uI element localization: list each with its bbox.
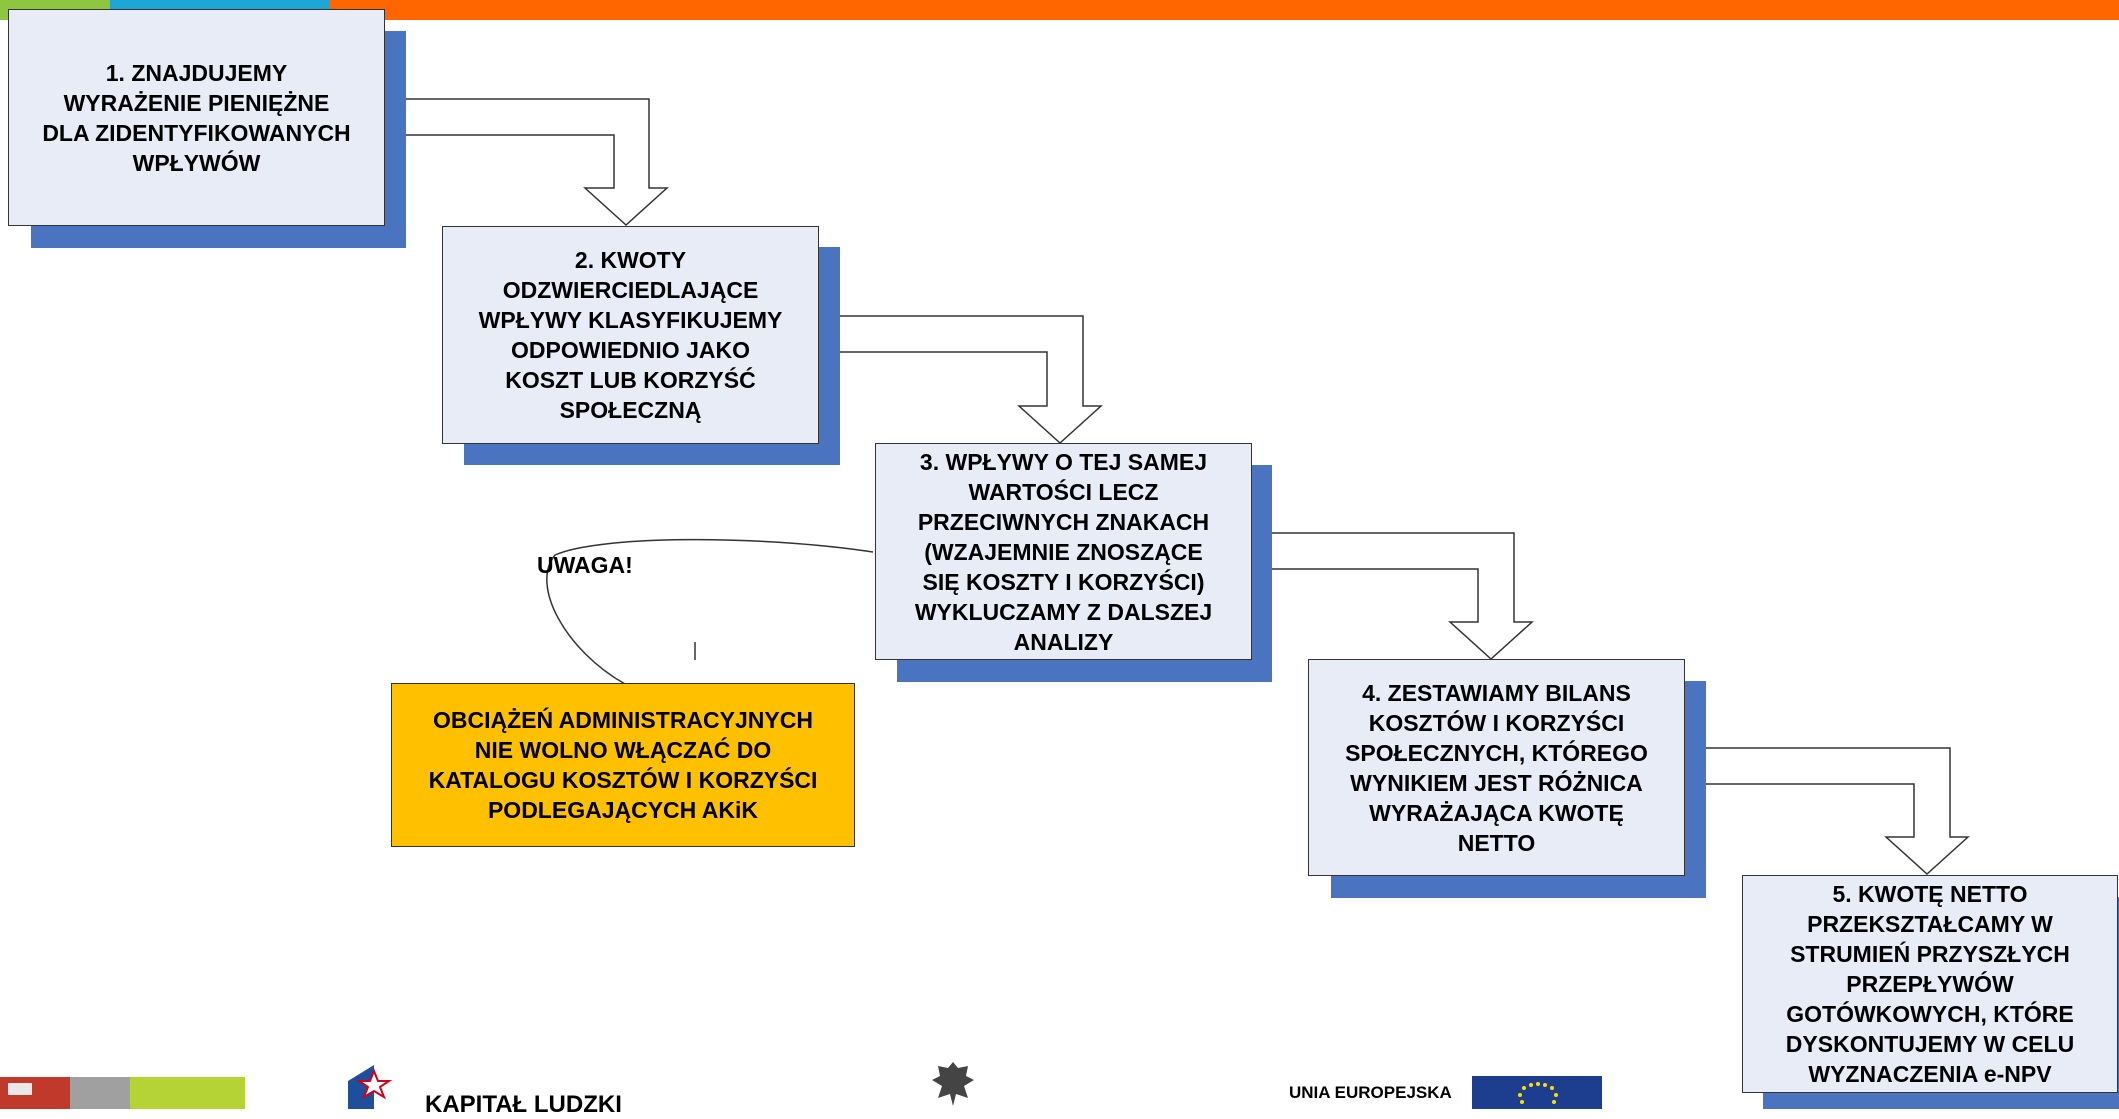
step-5-line: DYSKONTUJEMY W CELU xyxy=(1785,1031,2075,1057)
step-2-line: 2. KWOTY xyxy=(574,247,687,273)
step-2-line: SPOŁECZNĄ xyxy=(559,397,702,423)
step-1-box: 1. ZNAJDUJEMY WYRAŻENIE PIENIĘŻNE DLA ZI… xyxy=(8,9,385,226)
step-2-line: WPŁYWY KLASYFIKUJEMY xyxy=(478,307,783,333)
kapital-ludzki-text: KAPITAŁ LUDZKI xyxy=(425,1091,622,1118)
callout-curve xyxy=(546,538,874,685)
callout-box: OBCIĄŻEŃ ADMINISTRACYJNYCH NIE WOLNO WŁĄ… xyxy=(391,683,855,847)
arrow-3-to-4 xyxy=(1249,532,1534,661)
step-5-line: GOTÓWKOWYCH, KTÓRE xyxy=(1786,1001,2074,1027)
callout-line: PODLEGAJĄCYCH AKiK xyxy=(487,797,759,823)
arrow-4-to-5 xyxy=(1683,747,1970,876)
step-3-line: (WZAJEMNIE ZNOSZĄCE xyxy=(924,538,1203,565)
step-5-line: 5. KWOTĘ NETTO xyxy=(1832,881,2028,907)
arrow-2-to-3 xyxy=(816,315,1103,445)
callout-line: KATALOGU KOSZTÓW I KORZYŚCI xyxy=(428,767,818,793)
step-3-box: 3. WPŁYWY O TEJ SAMEJ WARTOŚCI LECZ PRZE… xyxy=(875,443,1252,660)
step-4-line: KOSZTÓW I KORZYŚCI xyxy=(1368,709,1625,736)
step-4-line: WYNIKIEM JEST RÓŻNICA xyxy=(1350,769,1643,796)
step-5-line: WYZNACZENIA e-NPV xyxy=(1808,1061,2052,1087)
callout-line: NIE WOLNO WŁĄCZAĆ DO xyxy=(474,737,772,763)
step-1-line: WPŁYWÓW xyxy=(132,149,261,176)
kapital-ludzki-star-icon xyxy=(348,1065,393,1109)
step-3-line: PRZECIWNYCH ZNAKACH xyxy=(917,508,1210,535)
callout-line: OBCIĄŻEŃ ADMINISTRACYJNYCH xyxy=(433,707,813,733)
step-4-line: NETTO xyxy=(1457,829,1536,856)
polish-eagle-emblem-icon xyxy=(932,1062,974,1106)
step-5-box: 5. KWOTĘ NETTO PRZEKSZTAŁCAMY W STRUMIEŃ… xyxy=(1742,875,2118,1093)
step-4-line: 4. ZESTAWIAMY BILANS xyxy=(1362,679,1631,706)
step-1-line: DLA ZIDENTYFIKOWANYCH xyxy=(42,119,351,146)
step-3-line: SIĘ KOSZTY I KORZYŚCI) xyxy=(922,568,1205,595)
arrow-1-to-2 xyxy=(383,98,669,227)
step-2-line: ODZWIERCIEDLAJĄCE xyxy=(502,277,759,303)
step-2-line: KOSZT LUB KORZYŚĆ xyxy=(505,367,756,393)
step-5-line: STRUMIEŃ PRZYSZŁYCH xyxy=(1790,941,2070,967)
step-3-line: WARTOŚCI LECZ xyxy=(968,478,1159,505)
step-5-line: PRZEKSZTAŁCAMY W xyxy=(1807,911,2053,937)
step-1-line: 1. ZNAJDUJEMY xyxy=(105,59,288,86)
callout-label: UWAGA! xyxy=(537,552,633,578)
step-5-line: PRZEPŁYWÓW xyxy=(1846,971,2014,997)
step-4-box: 4. ZESTAWIAMY BILANS KOSZTÓW I KORZYŚCI … xyxy=(1308,659,1685,876)
regional-logo-icon xyxy=(0,1077,245,1109)
step-3-line: ANALIZY xyxy=(1013,628,1114,655)
step-4-line: SPOŁECZNYCH, KTÓREGO xyxy=(1345,739,1648,766)
step-4-line: WYRAŻAJĄCA KWOTĘ xyxy=(1369,799,1624,826)
step-2-box: 2. KWOTY ODZWIERCIEDLAJĄCE WPŁYWY KLASYF… xyxy=(442,226,819,444)
eu-flag-icon xyxy=(1472,1076,1602,1109)
step-1-line: WYRAŻENIE PIENIĘŻNE xyxy=(63,89,330,116)
step-3-line: 3. WPŁYWY O TEJ SAMEJ xyxy=(919,448,1208,475)
eu-text: UNIA EUROPEJSKA xyxy=(1289,1083,1452,1102)
step-2-line: ODPOWIEDNIO JAKO xyxy=(511,337,750,363)
step-3-line: WYKLUCZAMY Z DALSZEJ xyxy=(914,598,1213,625)
